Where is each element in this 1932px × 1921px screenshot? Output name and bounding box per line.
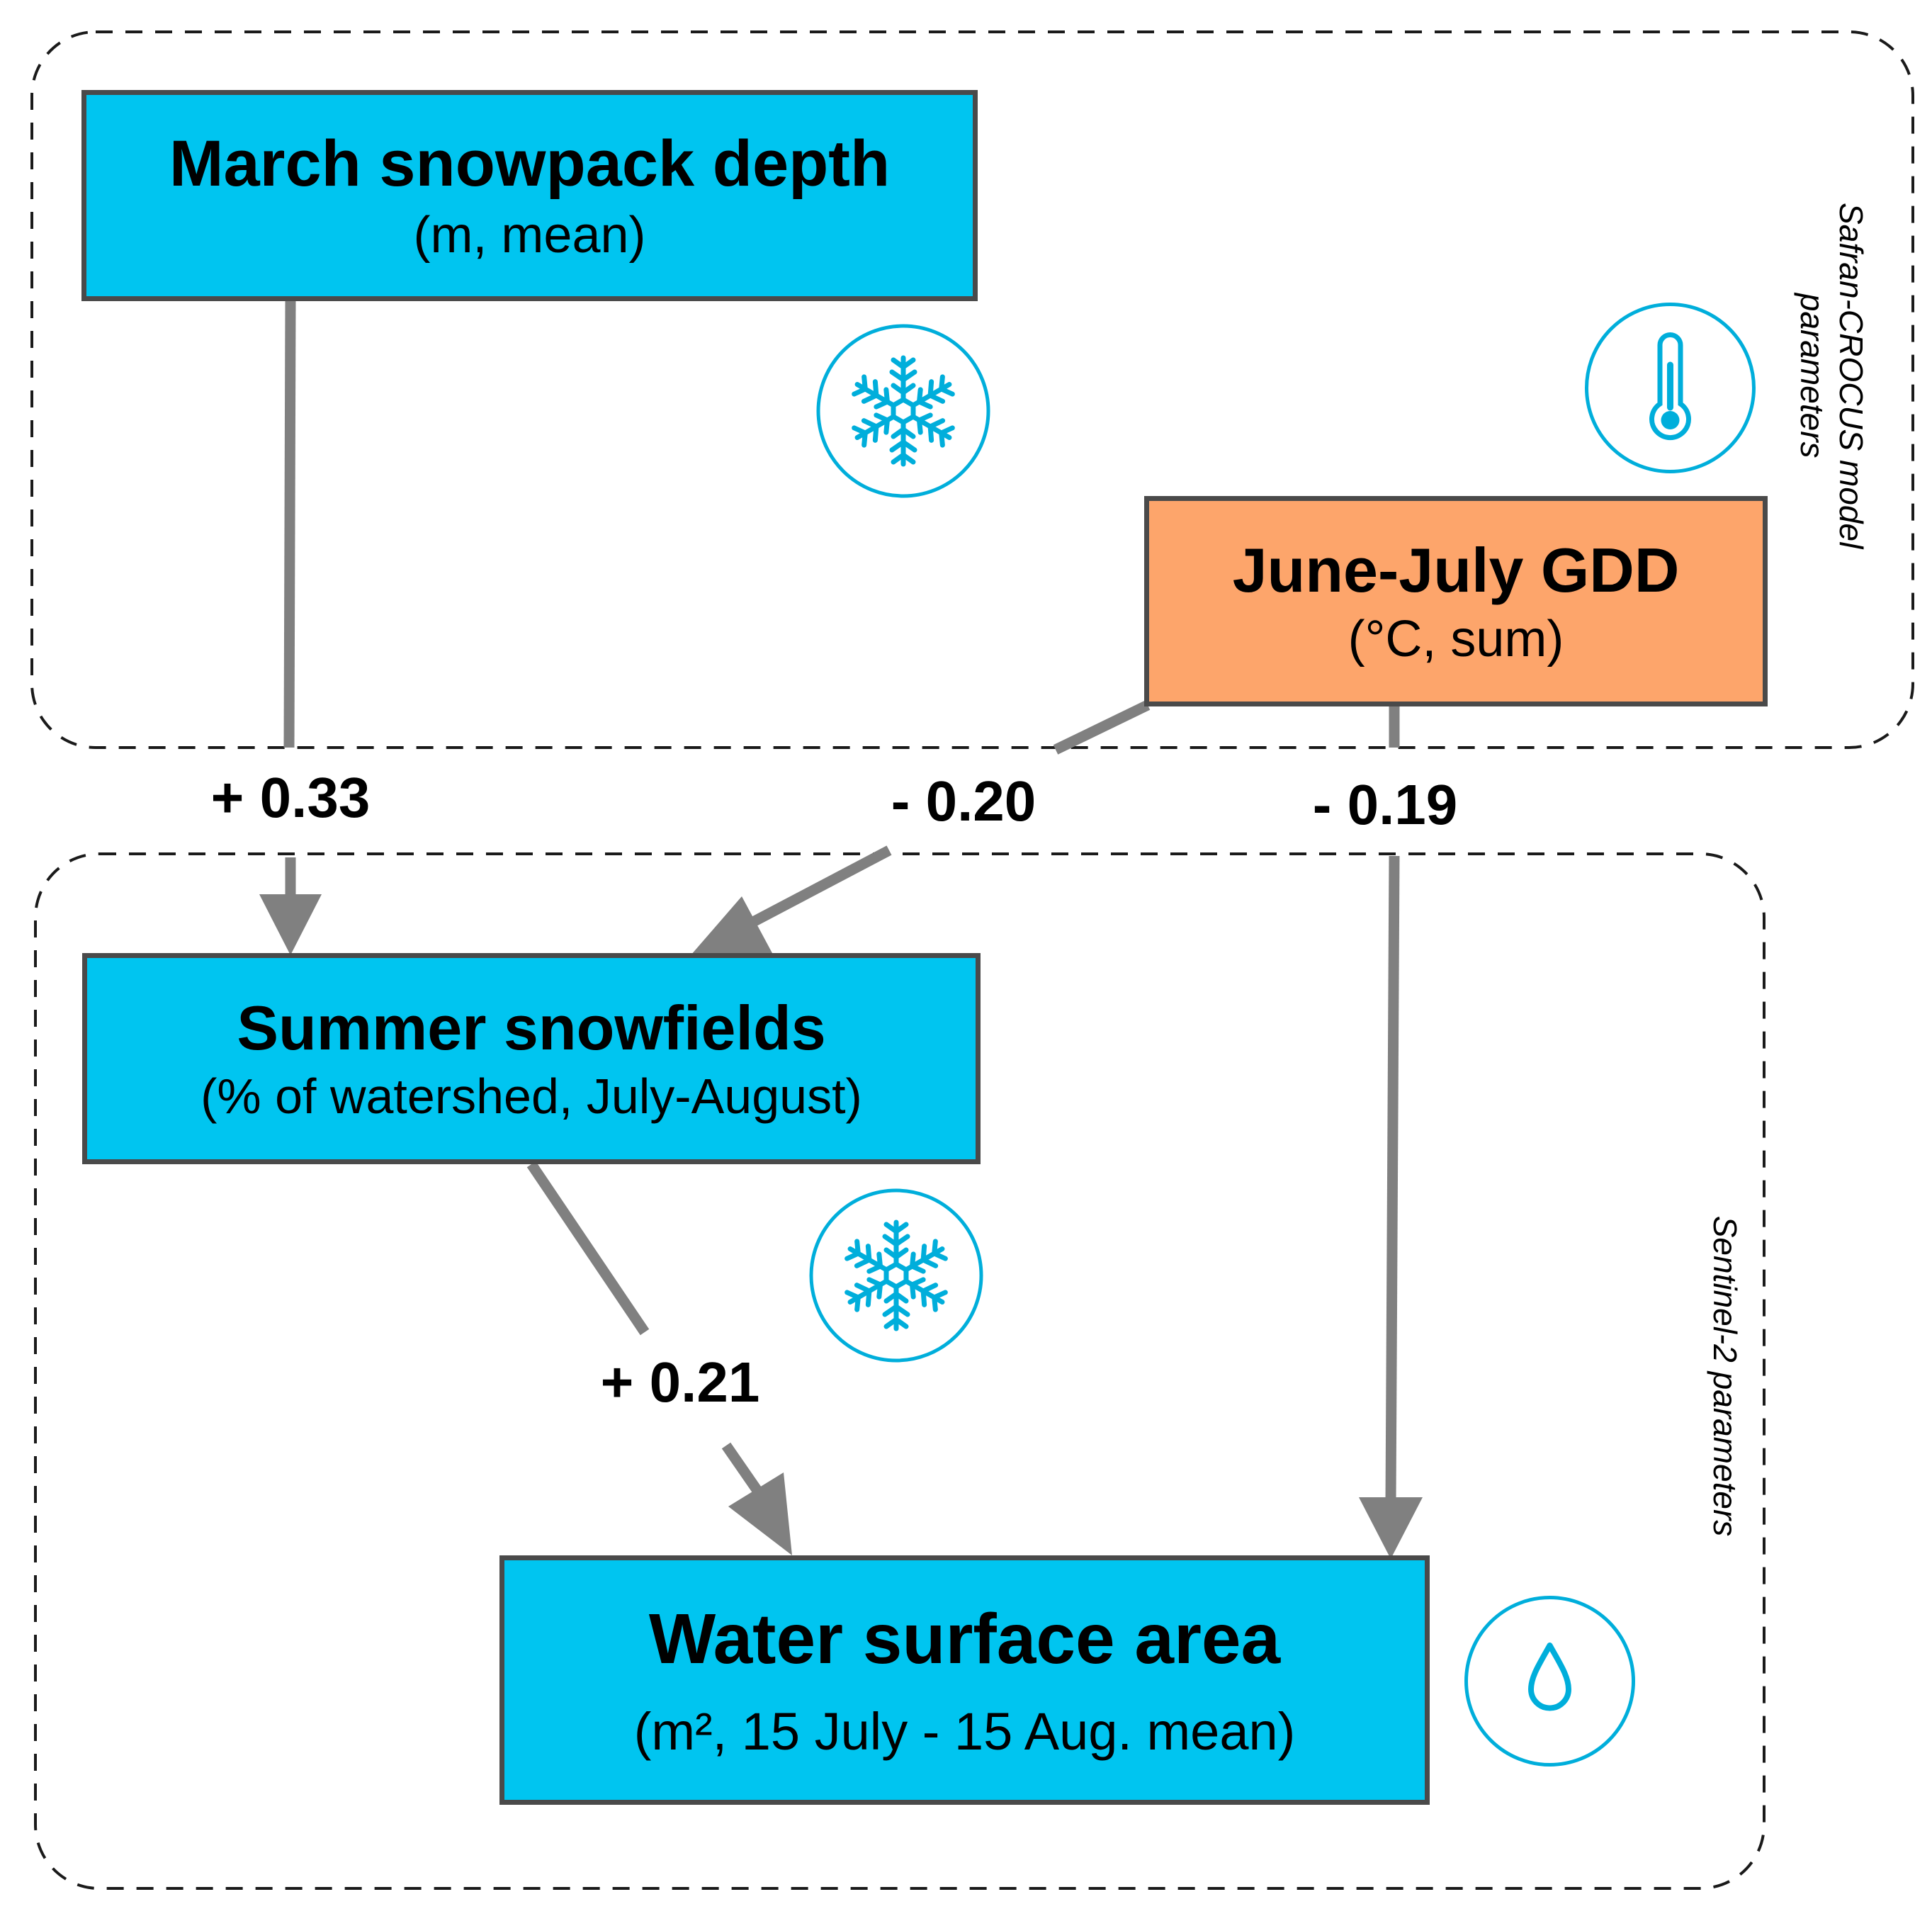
group-frame-model <box>30 30 1914 749</box>
group-frame-sentinel <box>34 852 1766 1890</box>
node-subtitle: (°C, sum) <box>1348 610 1564 667</box>
group-label-sentinel: Sentinel-2 parameters <box>1706 1114 1744 1638</box>
node-june-july-gdd: June-July GDD (°C, sum) <box>1144 496 1768 706</box>
node-title: Summer snowfields <box>237 993 826 1064</box>
node-subtitle: (m², 15 July - 15 Aug. mean) <box>633 1701 1296 1761</box>
node-march-snowpack-depth: March snowpack depth (m, mean) <box>81 90 978 301</box>
edge-label-snowfields-to-water: + 0.21 <box>600 1351 760 1414</box>
node-summer-snowfields: Summer snowfields (% of watershed, July-… <box>82 953 981 1164</box>
thermometer-icon <box>1585 303 1756 473</box>
group-label-model: Safran-CROCUS model parameters <box>1792 128 1870 624</box>
edge-snowfields-to-water <box>526 1161 792 1555</box>
edge-snowpack-to-snowfields <box>259 300 322 955</box>
edge-label-gdd-to-water: - 0.19 <box>1312 773 1458 836</box>
edge-gdd-to-water <box>1359 706 1423 1559</box>
snowflake-icon <box>809 1188 983 1363</box>
node-title: March snowpack depth <box>169 127 891 200</box>
snowflake-icon <box>816 324 990 498</box>
node-water-surface-area: Water surface area (m², 15 July - 15 Aug… <box>499 1555 1430 1805</box>
edge-label-gdd-to-snowfields: - 0.20 <box>891 770 1036 833</box>
node-subtitle: (m, mean) <box>413 206 646 264</box>
group-label-sentinel-text: Sentinel-2 parameters <box>1707 1215 1744 1537</box>
edge-label-snowpack-to-snowfields: + 0.33 <box>210 766 371 829</box>
node-subtitle: (% of watershed, July-August) <box>200 1069 862 1125</box>
water-drop-icon <box>1464 1596 1635 1767</box>
node-title: June-July GDD <box>1232 534 1680 605</box>
group-label-model-text: Safran-CROCUS model parameters <box>1794 203 1870 549</box>
edge-gdd-to-snowfields <box>691 700 1151 955</box>
node-title: Water surface area <box>648 1599 1281 1679</box>
